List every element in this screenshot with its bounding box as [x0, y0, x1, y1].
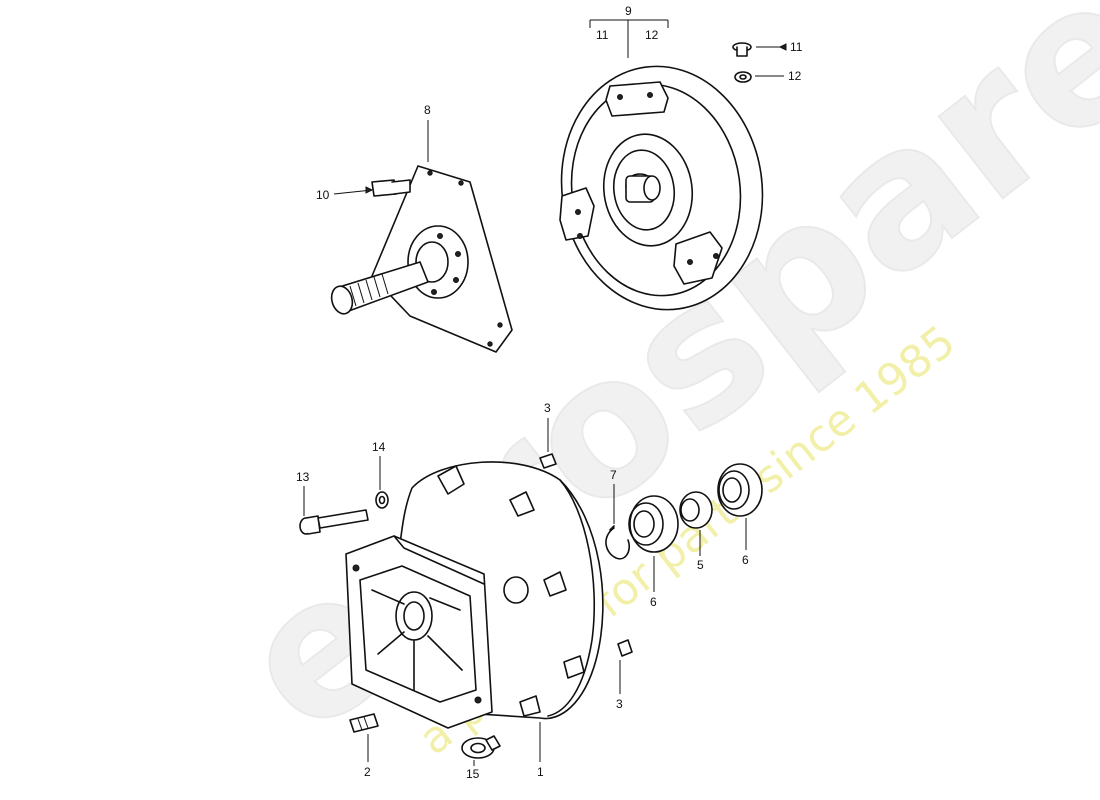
screw-and-washer — [732, 42, 752, 83]
callout-11: 11 — [790, 40, 803, 54]
bolt-10 — [371, 179, 411, 197]
bolt-13 — [299, 509, 369, 535]
dowel-pin-upper — [539, 453, 557, 469]
drain-plug-15 — [461, 735, 501, 759]
callout-9-sub-12: 12 — [645, 28, 659, 42]
bell-housing — [345, 461, 604, 729]
callout-8: 8 — [424, 103, 431, 117]
callout-13: 13 — [296, 470, 310, 484]
callout-7: 7 — [610, 468, 617, 482]
callout-12: 12 — [788, 69, 802, 83]
callout-6-left: 6 — [650, 595, 657, 609]
callout-14: 14 — [372, 440, 386, 454]
callout-3-lower: 3 — [616, 697, 623, 711]
callout-3-upper: 3 — [544, 401, 551, 415]
callout-1: 1 — [537, 765, 544, 779]
stud-2 — [349, 713, 379, 733]
leader-lines — [303, 19, 787, 766]
callout-9: 9 — [625, 4, 632, 18]
callout-15: 15 — [466, 767, 480, 781]
circlip-7 — [605, 525, 631, 560]
spacer-5 — [679, 491, 713, 529]
callouts: 9 11 12 11 12 8 10 3 14 13 7 6 5 6 3 1 2… — [296, 4, 803, 781]
washer-14 — [375, 491, 389, 509]
callout-9-sub-11: 11 — [596, 28, 609, 42]
torque-converter — [559, 65, 764, 311]
bearing-6-right — [717, 463, 763, 517]
dowel-pin-lower — [617, 639, 633, 657]
callout-6-right: 6 — [742, 553, 749, 567]
callout-2: 2 — [364, 765, 371, 779]
drive-plate — [330, 165, 513, 353]
callout-5: 5 — [697, 558, 704, 572]
callout-10: 10 — [316, 188, 330, 202]
bearing-6-left — [628, 495, 679, 553]
